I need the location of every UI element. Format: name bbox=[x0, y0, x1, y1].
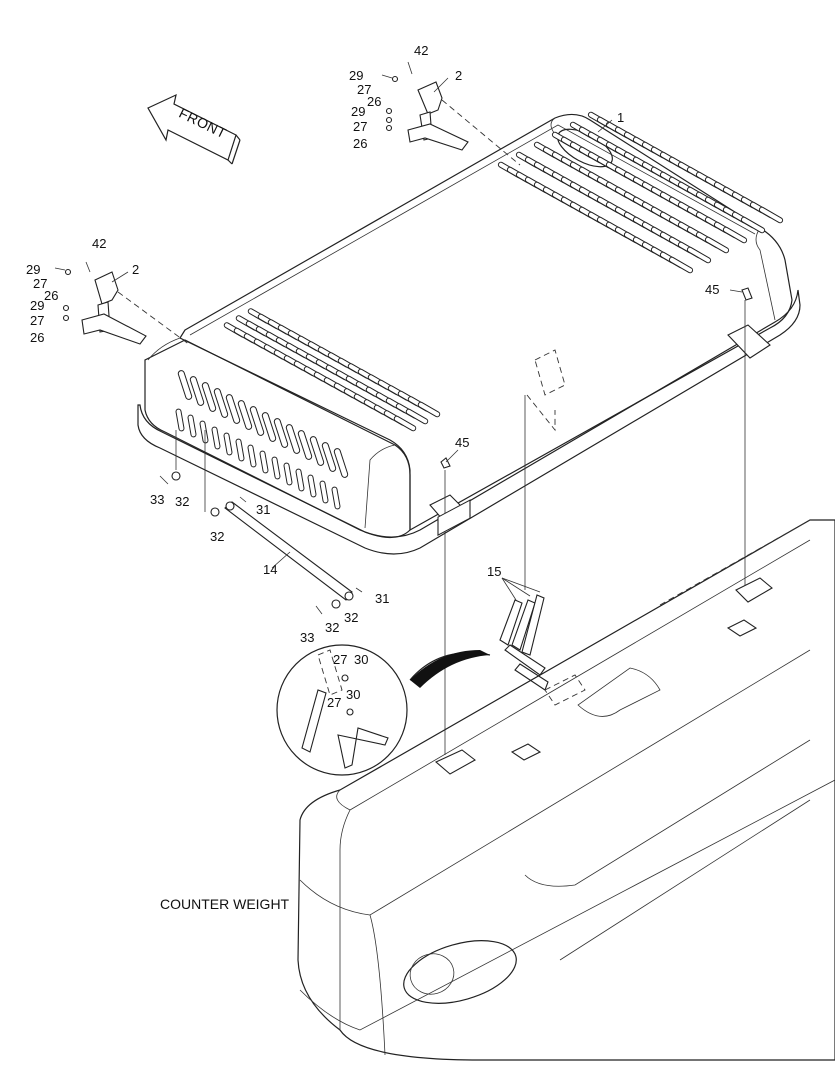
vent-slot bbox=[225, 394, 241, 424]
callout-27-detail-a: 27 bbox=[333, 652, 347, 667]
side-vent-slots bbox=[175, 370, 349, 510]
vent-slot bbox=[393, 415, 417, 432]
vent-slot bbox=[686, 246, 712, 264]
detail-inset bbox=[276, 644, 491, 776]
vent-slot bbox=[722, 226, 748, 244]
gas-springs bbox=[499, 594, 549, 691]
callout-2-left: 2 bbox=[132, 262, 139, 277]
vent-slot bbox=[758, 206, 784, 224]
vent-slot bbox=[333, 448, 349, 478]
vent-slot bbox=[331, 486, 341, 510]
vent-slot bbox=[213, 388, 229, 418]
vent-slot bbox=[273, 418, 289, 448]
callout-29-left-b: 29 bbox=[30, 298, 44, 313]
vent-slot bbox=[283, 462, 293, 486]
vent-slot bbox=[261, 412, 277, 442]
callout-27-detail-b: 27 bbox=[327, 695, 341, 710]
callout-27-upper: 27 bbox=[357, 82, 371, 97]
callout-1: 1 bbox=[617, 110, 624, 125]
vent-slot bbox=[237, 400, 253, 430]
callout-29-upper: 29 bbox=[349, 68, 363, 83]
vent-slot bbox=[405, 408, 429, 425]
callout-2-upper: 2 bbox=[455, 68, 462, 83]
callout-32-mid: 32 bbox=[210, 529, 224, 544]
gas-spring-ghost bbox=[524, 349, 566, 590]
callout-32-upper: 32 bbox=[175, 494, 189, 509]
vent-slot bbox=[259, 450, 269, 474]
vent-slot bbox=[319, 480, 329, 504]
left-vent-slots bbox=[223, 308, 441, 432]
front-label: FRONT bbox=[177, 105, 230, 142]
vent-slot bbox=[247, 444, 257, 468]
counter-weight-label: COUNTER WEIGHT bbox=[160, 896, 290, 912]
vent-slot bbox=[321, 442, 337, 472]
vent-slot bbox=[668, 256, 694, 274]
vent-slot bbox=[309, 436, 325, 466]
callout-33-upper: 33 bbox=[150, 492, 164, 507]
callout-31-lower: 31 bbox=[375, 591, 389, 606]
vent-slot bbox=[235, 438, 245, 462]
cover-hinge-plates bbox=[429, 287, 771, 755]
callout-27-left: 27 bbox=[33, 276, 47, 291]
callout-26-upper-b: 26 bbox=[353, 136, 367, 151]
callout-15: 15 bbox=[487, 564, 501, 579]
vent-slot bbox=[249, 406, 265, 436]
vent-slot bbox=[295, 468, 305, 492]
vent-slot bbox=[297, 430, 313, 460]
callout-45-left: 45 bbox=[455, 435, 469, 450]
callout-30-detail-a: 30 bbox=[354, 652, 368, 667]
callout-45-right: 45 bbox=[705, 282, 719, 297]
callout-30-detail-b: 30 bbox=[346, 687, 360, 702]
callout-42-upper: 42 bbox=[414, 43, 428, 58]
callout-29-left: 29 bbox=[26, 262, 40, 277]
vent-slot bbox=[740, 216, 766, 234]
vent-slot bbox=[189, 376, 205, 406]
vent-slot bbox=[704, 236, 730, 254]
vent-slot bbox=[417, 401, 441, 418]
vent-slot bbox=[187, 414, 197, 438]
callout-26-left-b: 26 bbox=[30, 330, 44, 345]
callout-27-left-b: 27 bbox=[30, 313, 44, 328]
counter-weight bbox=[297, 499, 835, 1061]
top-vent-slots bbox=[497, 111, 784, 274]
vent-slot bbox=[175, 408, 185, 432]
callout-32-lower-a: 32 bbox=[325, 620, 339, 635]
callout-26-upper: 26 bbox=[367, 94, 381, 109]
vent-slot bbox=[211, 426, 221, 450]
callout-27-upper-b: 27 bbox=[353, 119, 367, 134]
vent-slot bbox=[199, 420, 209, 444]
vent-slot bbox=[201, 382, 217, 412]
stay-rod bbox=[159, 430, 363, 615]
callout-32-lower-b: 32 bbox=[344, 610, 358, 625]
callout-14: 14 bbox=[263, 562, 277, 577]
leader-lines bbox=[111, 77, 743, 601]
vent-slot bbox=[307, 474, 317, 498]
vent-slot bbox=[271, 456, 281, 480]
front-arrow: FRONT bbox=[147, 93, 241, 165]
callout-42-left: 42 bbox=[92, 236, 106, 251]
callout-33-lower: 33 bbox=[300, 630, 314, 645]
callout-26-left: 26 bbox=[44, 288, 58, 303]
callout-29-upper-b: 29 bbox=[351, 104, 365, 119]
callout-31-upper: 31 bbox=[256, 502, 270, 517]
callout-labels: 1 2 2 42 42 29 27 26 29 27 26 29 27 26 2… bbox=[26, 43, 719, 710]
vent-slot bbox=[177, 370, 193, 400]
vent-slot bbox=[285, 424, 301, 454]
vent-slot bbox=[223, 432, 233, 456]
hinge-bracket-left bbox=[54, 261, 191, 346]
